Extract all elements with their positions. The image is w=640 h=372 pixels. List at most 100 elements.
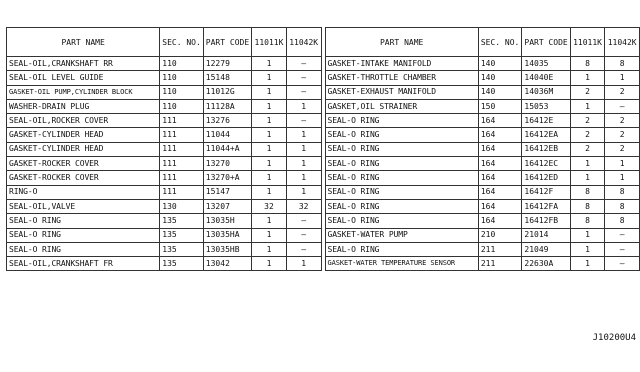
part-code-cell: 15147 xyxy=(202,184,253,200)
qty-11042k-cell: – xyxy=(604,256,640,272)
part-code-cell: 11044 xyxy=(202,127,253,143)
part-code-cell: 16412F xyxy=(521,184,571,200)
qty-11042k-cell: 1 xyxy=(285,156,322,172)
part-code-cell: 11044+A xyxy=(202,141,253,158)
qty-11011k-cell: 8 xyxy=(569,184,606,200)
qty-11042k-cell: 1 xyxy=(604,170,640,186)
part-code-cell: 15053 xyxy=(521,98,571,115)
qty-11042k-cell: – xyxy=(285,213,322,229)
qty-11042k-cell: 8 xyxy=(604,55,640,72)
qty-11042k-cell: 8 xyxy=(604,213,640,229)
sec-no-cell: 164 xyxy=(477,213,523,229)
part-code-cell: 11128A xyxy=(202,98,253,115)
part-code-cell: 16412EB xyxy=(521,141,571,158)
qty-11011k-cell: 1 xyxy=(251,141,287,158)
part-code-cell: 14040E xyxy=(521,70,571,86)
qty-11042k-cell: 1 xyxy=(604,156,640,172)
sec-no-cell: 135 xyxy=(159,241,204,258)
qty-11011k-cell: 1 xyxy=(251,70,287,86)
sec-no-cell: 210 xyxy=(477,227,523,243)
sec-no-cell: 110 xyxy=(159,84,204,100)
part-name-cell: GASKET-INTAKE MANIFOLD xyxy=(324,55,479,72)
qty-11011k-cell: 1 xyxy=(251,227,287,243)
part-name-cell: SEAL-OIL LEVEL GUIDE xyxy=(5,70,161,86)
sec-no-cell: 140 xyxy=(477,70,523,86)
qty-11011k-cell: 8 xyxy=(569,55,606,72)
sec-no-cell: 164 xyxy=(477,156,523,172)
qty-11011k-cell: 1 xyxy=(569,156,606,172)
part-name-cell: GASKET-THROTTLE CHAMBER xyxy=(324,70,479,86)
qty-11011k-cell: 1 xyxy=(251,241,287,258)
sec-no-cell: 164 xyxy=(477,113,523,129)
qty-11011k-cell: 2 xyxy=(569,141,606,158)
qty-11011k-cell: 1 xyxy=(569,170,606,186)
qty-11011k-cell: 1 xyxy=(251,55,287,72)
part-name-cell: SEAL-O RING xyxy=(324,141,479,158)
part-code-cell: 16412FB xyxy=(521,213,571,229)
part-name-cell: GASKET-OIL PUMP,CYLINDER BLOCK xyxy=(5,84,161,100)
part-code-cell: 16412EC xyxy=(521,156,571,172)
sec-no-cell: 111 xyxy=(159,156,204,172)
parts-tables: PART NAME SEC. NO. PART CODE 11011K 1104… xyxy=(5,27,640,272)
sec-no-cell: 135 xyxy=(159,227,204,243)
qty-11042k-cell: – xyxy=(604,227,640,243)
header-sec-no: SEC. NO. xyxy=(477,27,523,57)
part-name-cell: SEAL-O RING xyxy=(324,213,479,229)
header-11011k: 11011K xyxy=(251,27,287,57)
sec-no-cell: 111 xyxy=(159,170,204,186)
part-name-cell: SEAL-OIL,CRANKSHAFT FR xyxy=(5,256,161,272)
sec-no-cell: 211 xyxy=(477,241,523,258)
qty-11042k-cell: – xyxy=(285,55,322,72)
sec-no-cell: 164 xyxy=(477,141,523,158)
qty-11042k-cell: – xyxy=(285,113,322,129)
part-name-cell: SEAL-O RING xyxy=(324,156,479,172)
qty-11011k-cell: 1 xyxy=(251,256,287,272)
part-code-cell: 12279 xyxy=(202,55,253,72)
sec-no-cell: 110 xyxy=(159,55,204,72)
part-code-cell: 13035HA xyxy=(202,227,253,243)
qty-11042k-cell: 1 xyxy=(285,184,322,200)
qty-11011k-cell: 8 xyxy=(569,213,606,229)
header-11042k: 11042K xyxy=(604,27,640,57)
part-code-cell: 13207 xyxy=(202,198,253,215)
qty-11042k-cell: 2 xyxy=(604,113,640,129)
part-code-cell: 22630A xyxy=(521,256,571,272)
qty-11011k-cell: 1 xyxy=(251,84,287,100)
part-name-cell: WASHER-DRAIN PLUG xyxy=(5,98,161,115)
sec-no-cell: 150 xyxy=(477,98,523,115)
part-name-cell: SEAL-O RING xyxy=(5,241,161,258)
part-name-cell: RING-O xyxy=(5,184,161,200)
header-row-left: PART NAME SEC. NO. PART CODE 11011K 1104… xyxy=(5,27,322,57)
sec-no-cell: 164 xyxy=(477,127,523,143)
part-name-cell: SEAL-O RING xyxy=(324,113,479,129)
part-name-cell: SEAL-O RING xyxy=(324,184,479,200)
qty-11011k-cell: 1 xyxy=(251,127,287,143)
qty-11042k-cell: 1 xyxy=(285,127,322,143)
qty-11011k-cell: 2 xyxy=(569,113,606,129)
part-name-cell: SEAL-O RING xyxy=(5,213,161,229)
header-11042k: 11042K xyxy=(285,27,322,57)
part-name-cell: SEAL-O RING xyxy=(324,241,479,258)
parts-table-left: PART NAME SEC. NO. PART CODE 11011K 1104… xyxy=(5,27,322,272)
qty-11042k-cell: – xyxy=(285,241,322,258)
diagram-code: J10200U4 xyxy=(592,333,636,343)
qty-11042k-cell: 1 xyxy=(604,70,640,86)
part-code-cell: 11012G xyxy=(202,84,253,100)
part-name-cell: SEAL-O RING xyxy=(324,127,479,143)
part-name-cell: SEAL-O RING xyxy=(324,170,479,186)
part-name-cell: SEAL-OIL,ROCKER COVER xyxy=(5,113,161,129)
